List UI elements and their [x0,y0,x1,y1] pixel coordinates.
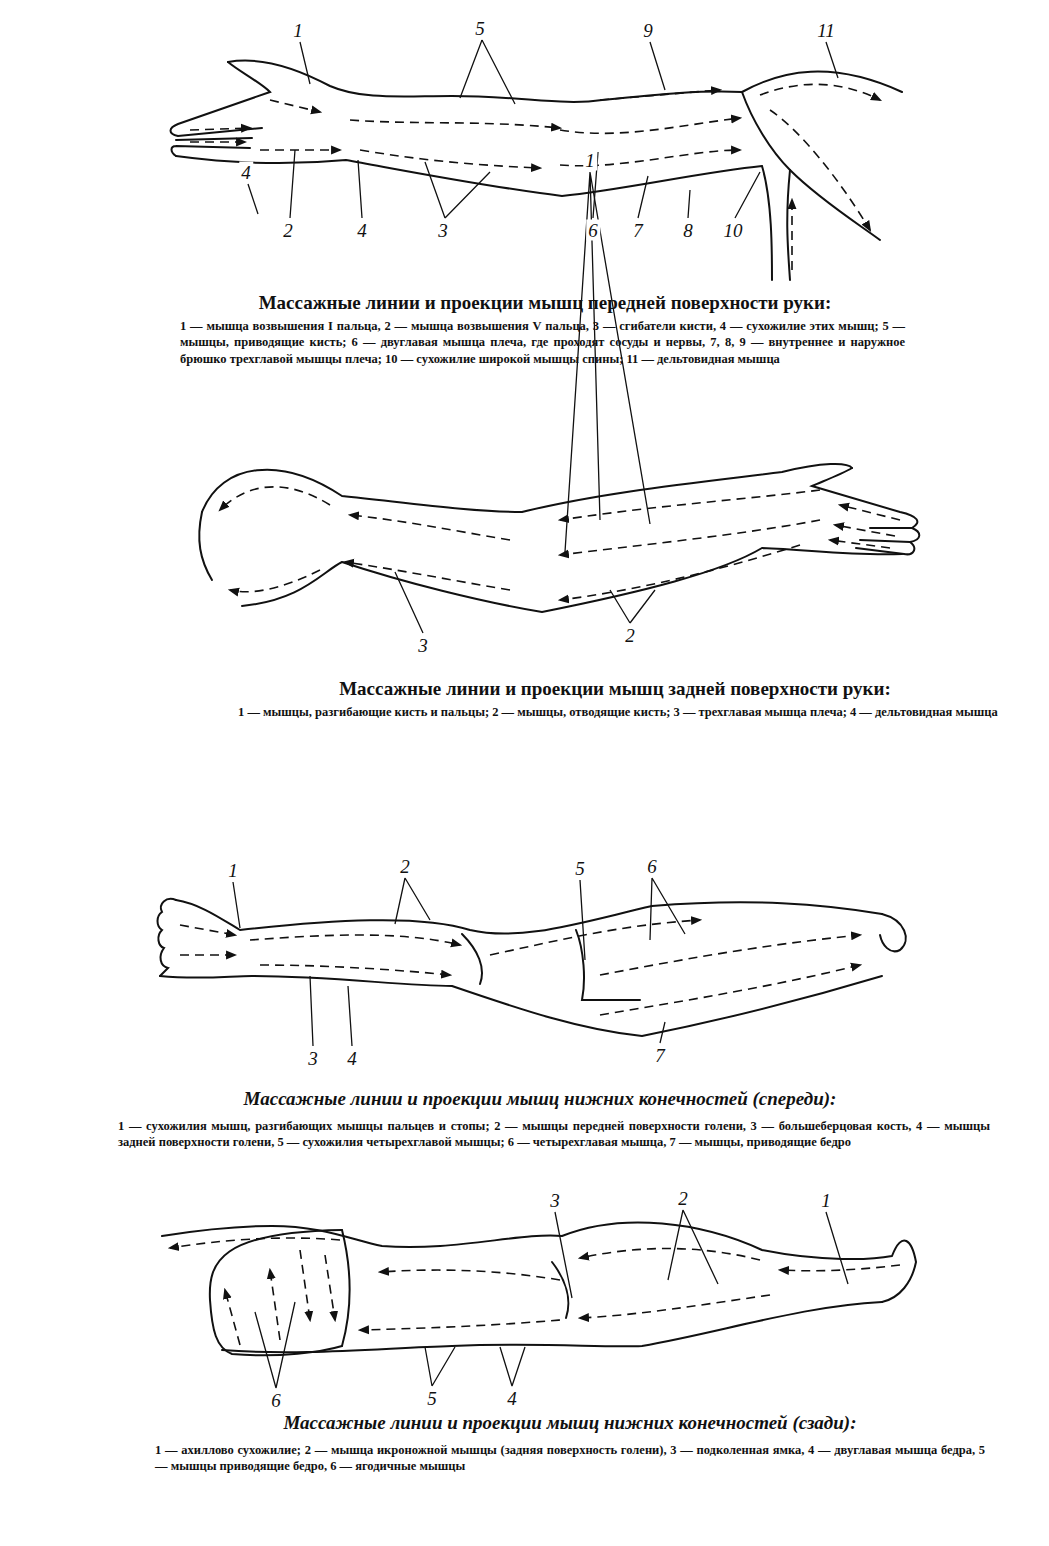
callout-number: 4 [355,220,369,241]
callout-number: 4 [239,162,253,183]
figure-caption: 1 — мышцы, разгибающие кисть и пальцы; 2… [238,704,1003,720]
callout-number: 6 [645,856,659,877]
callout-number: 7 [631,220,645,241]
figure-caption: 1 — ахиллово сухожилие; 2 — мышца икроно… [155,1442,985,1475]
callout-number: 3 [306,1048,320,1069]
callout-number: 6 [269,1390,283,1411]
callout-number: 5 [425,1388,439,1409]
callout-number: 6 [586,220,600,241]
figure-caption: 1 — сухожилия мышц, разгибающих мышцы па… [118,1118,990,1151]
figure-caption: 1 — мышца возвышения I пальца, 2 — мышца… [180,318,905,367]
callout-number: 1 [819,1190,833,1211]
callout-number: 8 [681,220,695,241]
callout-number: 3 [436,220,450,241]
callout-number: 11 [815,20,837,41]
callout-number: 9 [641,20,655,41]
figure-title: Массажные линии и проекции мышц задней п… [200,678,1030,701]
figure-title: Массажные линии и проекции мышц нижних к… [110,1088,970,1111]
callout-number: 2 [676,1188,690,1209]
callout-number: 5 [573,858,587,879]
callout-number: 7 [653,1045,667,1066]
callout-number: 4 [345,1048,359,1069]
callout-number: 1 [583,150,597,171]
callout-number: 2 [623,625,637,646]
callout-number: 1 [226,860,240,881]
callout-number: 10 [722,220,745,241]
callout-number: 2 [398,856,412,877]
figure-title: Массажные линии и проекции мышц передней… [180,292,910,315]
figure-title: Массажные линии и проекции мышц нижних к… [140,1412,1000,1435]
callout-number: 3 [548,1190,562,1211]
callout-number: 3 [416,635,430,656]
callout-number: 1 [291,20,305,41]
callout-number: 2 [281,220,295,241]
callout-number: 5 [473,18,487,39]
callout-number: 4 [505,1388,519,1409]
